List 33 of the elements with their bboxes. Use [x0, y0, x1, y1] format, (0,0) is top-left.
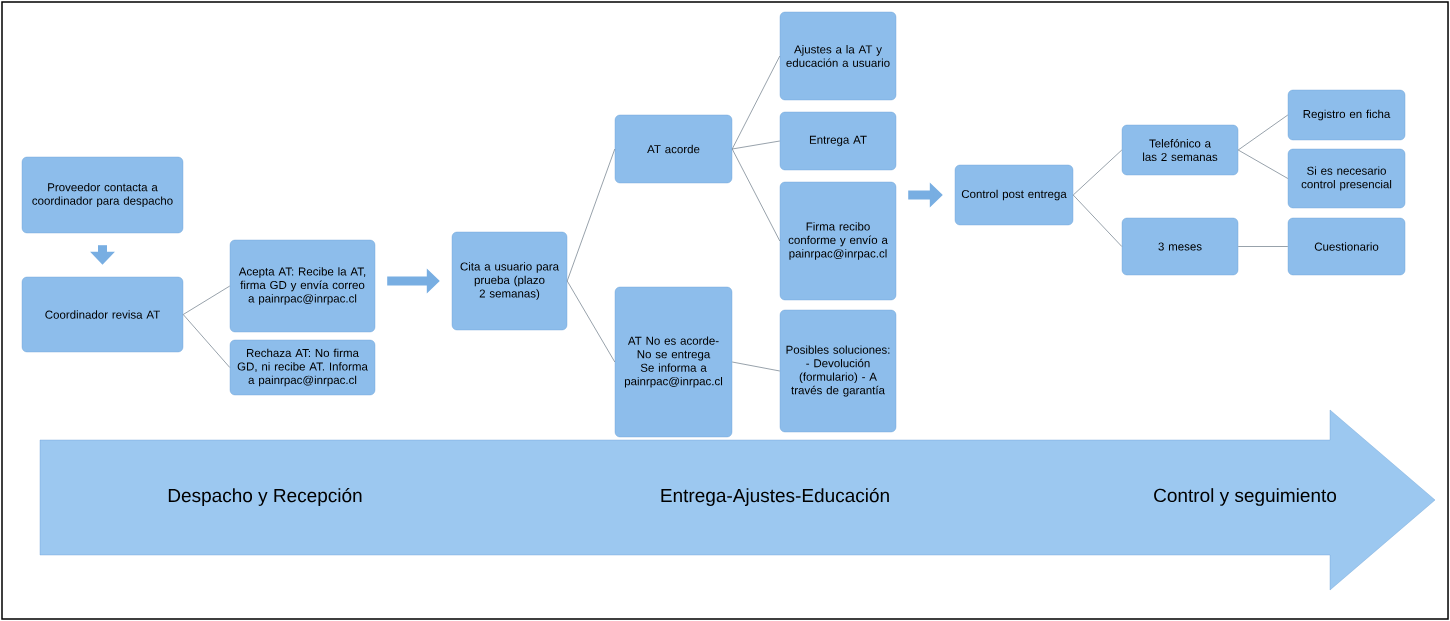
connector-line — [1237, 114, 1289, 151]
connector-line — [1237, 246, 1289, 247]
connector-line — [731, 55, 781, 150]
process-box: 3 meses — [1121, 217, 1239, 276]
process-box: Acepta AT: Recibe la AT, firma GD y envía correo a painrpac@inrpac.cl — [229, 239, 376, 333]
phase-label: Control y seguimiento — [1154, 488, 1337, 506]
process-box: AT acorde — [614, 114, 733, 184]
process-box: Proveedor contacta a coordinador para despacho — [21, 156, 184, 234]
process-box: Control post entrega — [954, 164, 1074, 226]
process-box: Posibles soluciones: - Devolución (formulario) - A través de garantía — [779, 309, 897, 433]
connector-line — [1072, 194, 1123, 247]
process-box: Firma recibo conforme y envío a painrpac@inrpac.cl — [779, 181, 897, 301]
connector-line — [182, 285, 231, 315]
process-box: Cita a usuario para prueba (plazo 2 semanas) — [451, 231, 568, 331]
connector-line — [566, 280, 616, 363]
connector-line — [1237, 149, 1289, 179]
process-box: Coordinador revisa AT — [21, 276, 184, 353]
process-box: Rechaza AT: No firma GD, ni recibe AT. Informa a painrpac@inrpac.cl — [229, 339, 376, 396]
connector-line — [1072, 149, 1123, 196]
process-box: Telefónico a las 2 semanas — [1121, 124, 1239, 176]
process-box: Registro en ficha — [1287, 89, 1406, 141]
process-box: Cuestionario — [1287, 217, 1406, 276]
phase-label: Entrega-Ajustes-Educación — [661, 488, 889, 506]
connector-line — [731, 148, 781, 242]
phase-label: Despacho y Recepción — [168, 488, 362, 506]
connector-line — [731, 140, 781, 150]
connector-line — [731, 361, 781, 372]
connector-line — [566, 148, 616, 282]
process-box: Ajustes a la AT y educación a usuario — [779, 11, 897, 101]
process-box: Entrega AT — [779, 111, 897, 171]
connector-line — [182, 314, 231, 368]
process-box: Si es necesario control presencial — [1287, 148, 1406, 209]
process-box: AT No es acorde- No se entrega Se informa a painrpac@inrpac.cl — [614, 286, 733, 438]
